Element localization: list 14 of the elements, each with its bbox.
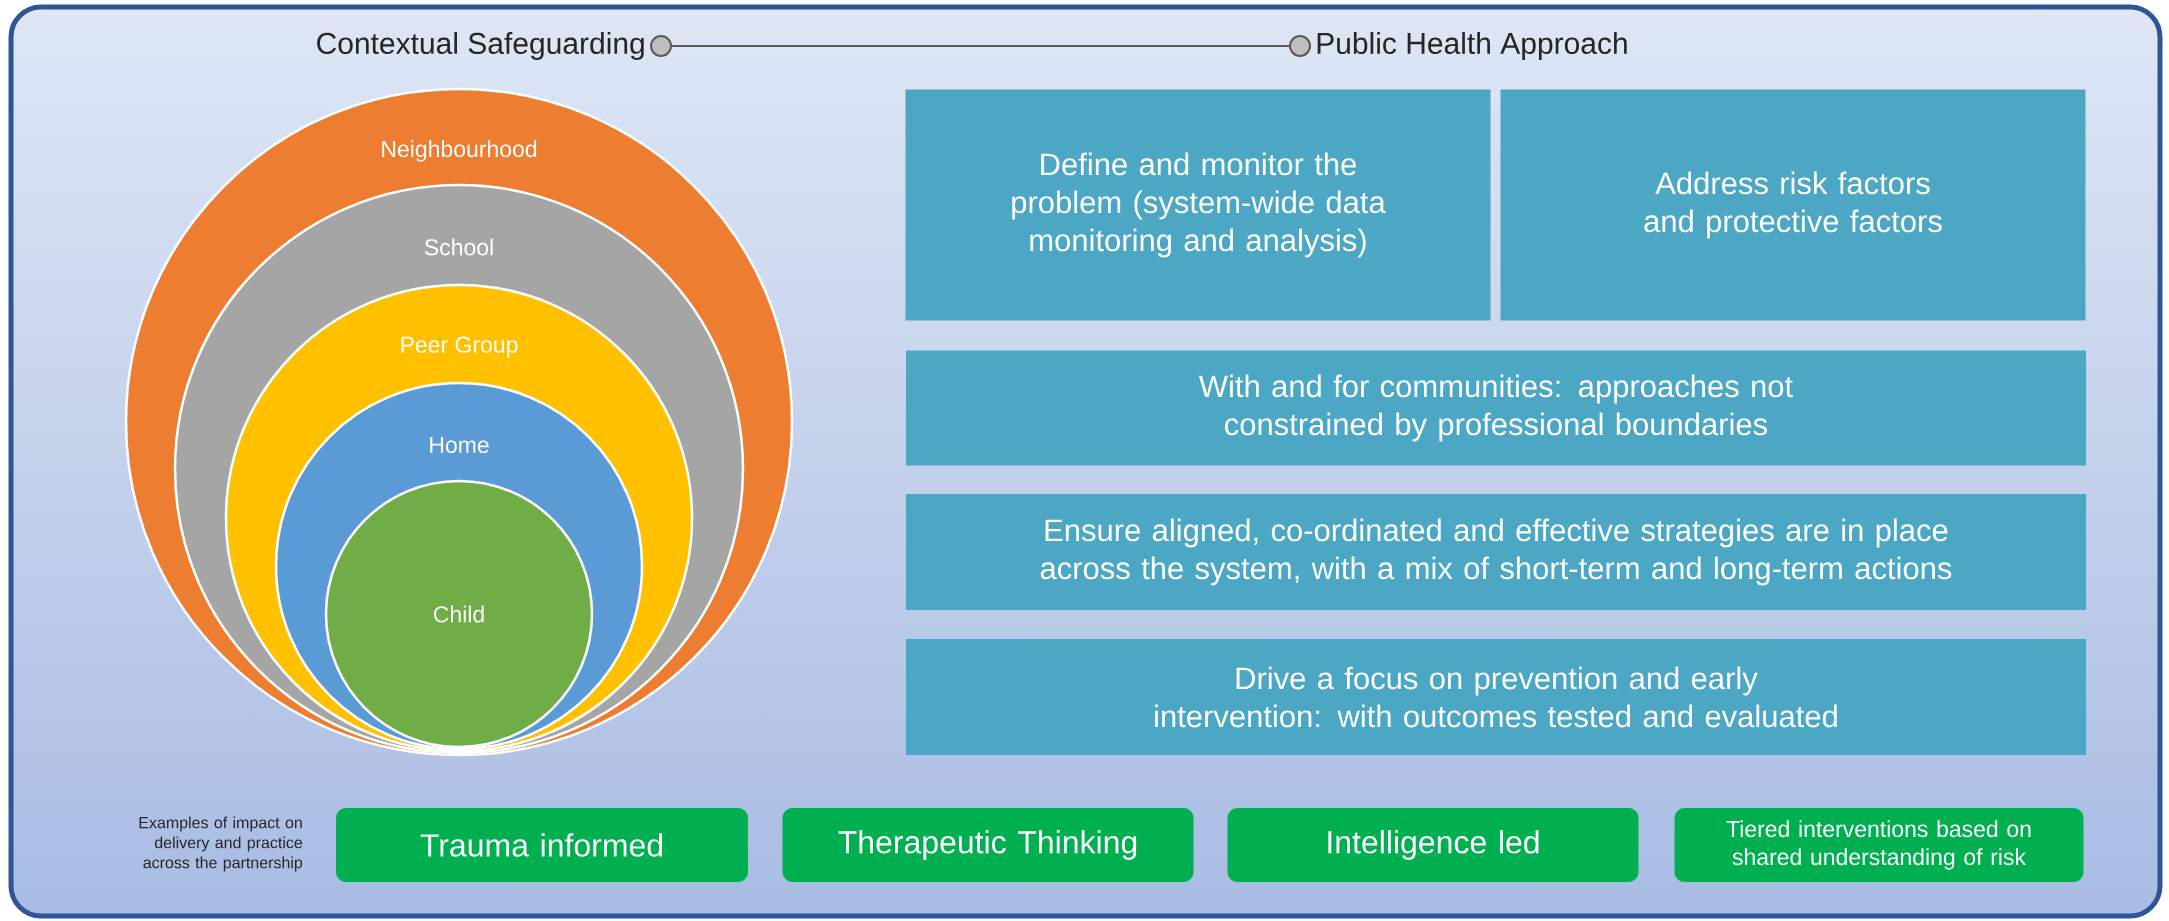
text-box: Ensure aligned, co-ordinated and effective strategies are in place across the system, with a mix of short-term and long-term actions [906, 494, 2086, 610]
text-box: Address risk factors and protective factors [1500, 89, 2086, 321]
ring: Child [324, 479, 594, 749]
text-box: Drive a focus on prevention and early intervention: with outcomes tested and evaluated [906, 639, 2086, 755]
text-box: Therapeutic Thinking [782, 808, 1194, 882]
note-text: Examples of impact on delivery and practice across the partnership [139, 816, 303, 872]
heading-text: Contextual Safeguarding [317, 32, 644, 60]
text-box: With and for communities: approaches not constrained by professional boundaries [906, 350, 2086, 466]
heading-text: Public Health Approach [1317, 32, 1627, 60]
text-box: Trauma informed [336, 808, 748, 882]
text-box: Tiered interventions based on shared understanding of risk [1674, 808, 2084, 882]
connector-line [650, 35, 1311, 57]
text-box: Define and monitor the problem (system-wide data monitoring and analysis) [905, 89, 1491, 321]
text-box: Intelligence led [1227, 808, 1639, 882]
